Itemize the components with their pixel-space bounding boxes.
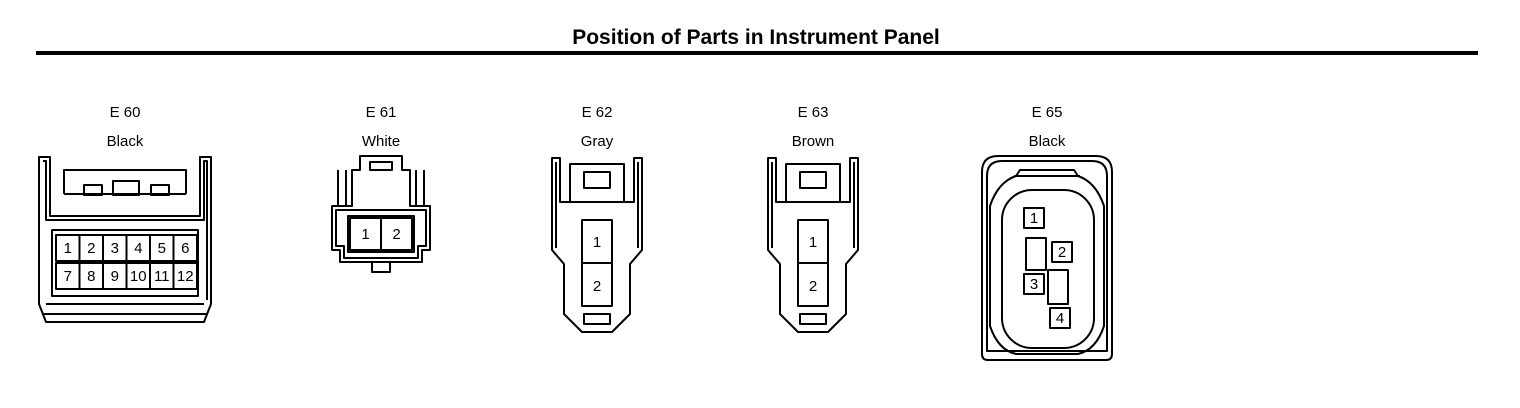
pin-number: 1 xyxy=(593,234,601,251)
connector-color: Black xyxy=(106,133,144,150)
pin-cell xyxy=(380,217,413,251)
connector-color: Black xyxy=(1028,133,1066,150)
connector-e63-drawing: 12 xyxy=(767,157,859,333)
pin-number: 7 xyxy=(64,268,72,285)
pin-cell xyxy=(172,234,198,262)
pin-number: 2 xyxy=(87,240,95,257)
connector-code: E 61 xyxy=(365,104,397,121)
pin-cell xyxy=(172,262,198,290)
pin-cell xyxy=(1049,307,1071,329)
page-title: Position of Parts in Instrument Panel xyxy=(572,26,940,49)
connector-code: E 62 xyxy=(581,104,613,121)
pin-number: 1 xyxy=(64,240,72,257)
connector-e65-drawing: 1 2 3 4 xyxy=(981,155,1113,361)
pin-cell xyxy=(1051,241,1073,263)
connector-color: White xyxy=(361,133,401,150)
pin-number: 1 xyxy=(1030,210,1038,227)
pin-number: 3 xyxy=(1030,276,1038,293)
pin-number: 2 xyxy=(593,278,601,295)
pin-number: 8 xyxy=(87,268,95,285)
connector-e62-drawing: 12 xyxy=(551,157,643,333)
pin-number: 5 xyxy=(158,240,166,257)
connector-color: Brown xyxy=(791,133,835,150)
pin-number: 2 xyxy=(1058,244,1066,261)
pin-cell xyxy=(1023,273,1045,295)
pin-cell xyxy=(349,217,382,251)
pin-number: 10 xyxy=(130,268,147,285)
connector-code: E 60 xyxy=(109,104,141,121)
pin-number: 4 xyxy=(1056,310,1064,327)
pin-number: 12 xyxy=(177,268,194,285)
title-underline xyxy=(36,51,1478,55)
connector-color: Gray xyxy=(580,133,614,150)
pin-number: 9 xyxy=(111,268,119,285)
pin-cell xyxy=(1023,207,1045,229)
pin-number: 4 xyxy=(134,240,142,257)
connector-code: E 63 xyxy=(797,104,829,121)
pin-number: 6 xyxy=(181,240,189,257)
connector-code: E 65 xyxy=(1031,104,1063,121)
pin-number: 2 xyxy=(392,226,400,243)
pin-number: 3 xyxy=(111,240,119,257)
pin-number: 1 xyxy=(361,226,369,243)
pin-number: 11 xyxy=(154,268,170,285)
pin-number: 2 xyxy=(809,278,817,295)
pin-number: 1 xyxy=(809,234,817,251)
